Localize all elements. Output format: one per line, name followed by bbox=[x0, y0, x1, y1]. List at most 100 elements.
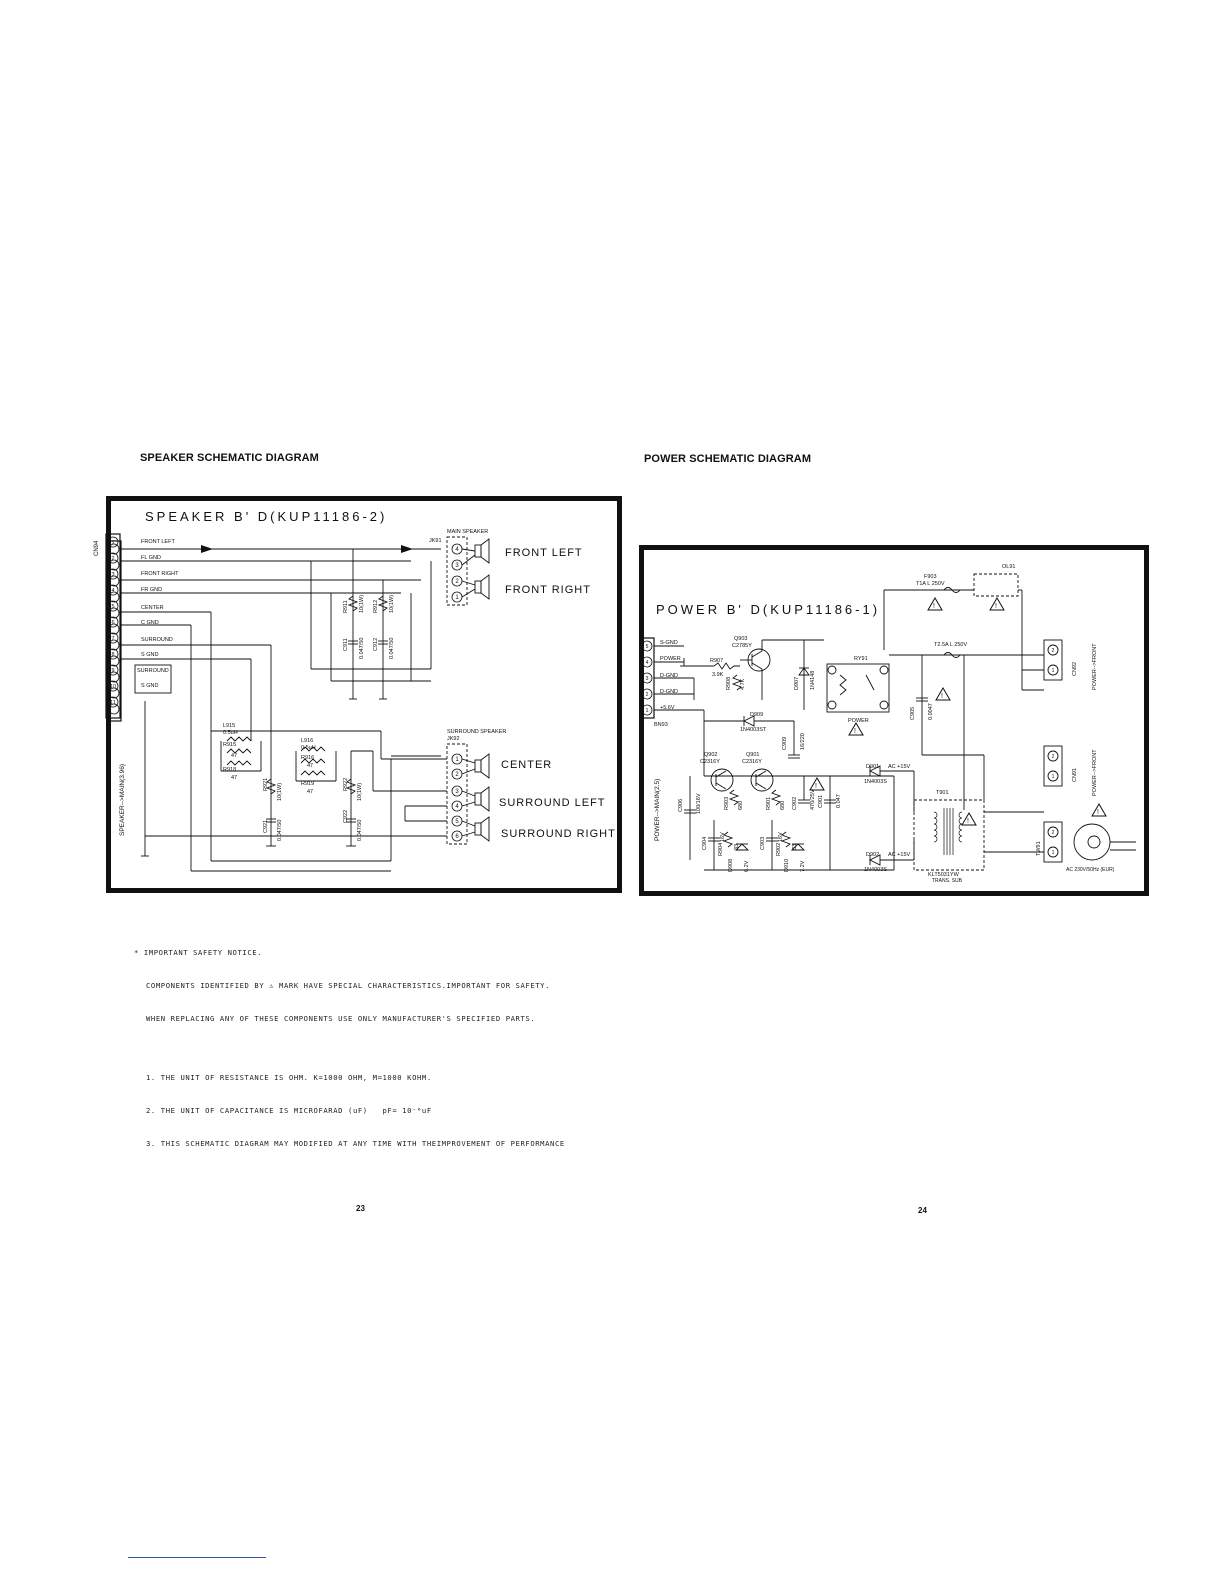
surround-speaker-label: SURROUND SPEAKER bbox=[447, 729, 506, 735]
svg-text:47: 47 bbox=[307, 763, 313, 769]
svg-text:1N4003ST: 1N4003ST bbox=[740, 727, 767, 733]
svg-text:R921: R921 bbox=[263, 778, 269, 791]
svg-text:0.047/50: 0.047/50 bbox=[277, 820, 283, 841]
t901-transformer bbox=[913, 799, 985, 871]
svg-text:2: 2 bbox=[455, 772, 459, 778]
safety-notes: * IMPORTANT SAFETY NOTICE. COMPONENTS ID… bbox=[134, 925, 565, 1160]
speaker-schematic-panel: SPEAKER B' D(KUP11186-2) FRONT LEFT FL G… bbox=[106, 496, 622, 893]
svg-text:2: 2 bbox=[1052, 648, 1055, 654]
svg-text:10(1W): 10(1W) bbox=[357, 783, 363, 801]
svg-text:100/16V: 100/16V bbox=[696, 793, 702, 814]
svg-text:C911: C911 bbox=[343, 638, 349, 651]
notes-line-1: * IMPORTANT SAFETY NOTICE. bbox=[134, 948, 263, 957]
svg-text:CN91: CN91 bbox=[1072, 768, 1078, 782]
svg-text:3: 3 bbox=[646, 676, 649, 682]
svg-text:3: 3 bbox=[455, 563, 459, 569]
svg-text:SURROUND: SURROUND bbox=[141, 637, 173, 643]
surround-left-speaker-icon bbox=[474, 786, 490, 812]
svg-text:Q903: Q903 bbox=[734, 636, 747, 642]
svg-text:POWER: POWER bbox=[848, 718, 869, 724]
svg-text:Q902: Q902 bbox=[704, 752, 717, 758]
power-board-title: POWER B' D(KUP11186-1) bbox=[656, 602, 880, 617]
svg-text:T1A L 250V: T1A L 250V bbox=[916, 581, 945, 587]
warning-icon bbox=[1091, 803, 1107, 817]
cn91-connector bbox=[1043, 745, 1063, 787]
svg-text:1N4148: 1N4148 bbox=[810, 671, 816, 690]
svg-text:16V: 16V bbox=[720, 832, 726, 842]
svg-text:1N4003S: 1N4003S bbox=[864, 779, 887, 785]
svg-text:1: 1 bbox=[111, 540, 114, 546]
svg-text:1: 1 bbox=[1052, 774, 1055, 780]
center-output-label: CENTER bbox=[501, 759, 552, 771]
speaker-signal-labels: FRONT LEFT FL GND FRONT RIGHT FR GND CEN… bbox=[137, 539, 179, 689]
svg-text:C GND: C GND bbox=[141, 620, 159, 626]
tw91-connector bbox=[1043, 821, 1063, 863]
svg-text:R908: R908 bbox=[726, 677, 732, 690]
svg-text:16V: 16V bbox=[778, 832, 784, 842]
svg-text:FRONT LEFT: FRONT LEFT bbox=[141, 539, 175, 545]
svg-text:680: 680 bbox=[780, 801, 786, 810]
svg-text:6: 6 bbox=[111, 620, 114, 626]
svg-text:C2785Y: C2785Y bbox=[732, 643, 752, 649]
svg-text:T901: T901 bbox=[936, 790, 949, 796]
svg-text:TW91: TW91 bbox=[1036, 841, 1042, 856]
svg-text:4: 4 bbox=[455, 547, 459, 553]
warning-icon bbox=[935, 687, 951, 701]
svg-text:0.5uH: 0.5uH bbox=[223, 730, 238, 736]
svg-text:R904: R904 bbox=[718, 843, 724, 856]
surround-left-output-label: SURROUND LEFT bbox=[499, 797, 606, 809]
svg-text:C906: C906 bbox=[678, 799, 684, 812]
speaker-connector-outside: CN94 bbox=[94, 535, 106, 715]
surround-right-output-label: SURROUND RIGHT bbox=[501, 828, 616, 840]
svg-text:1: 1 bbox=[455, 757, 459, 763]
svg-text:10: 10 bbox=[110, 684, 116, 690]
svg-text:4: 4 bbox=[111, 588, 114, 594]
svg-text:4.7K: 4.7K bbox=[740, 678, 746, 690]
speaker-connector-cn94 bbox=[111, 540, 122, 722]
notes-line-4: 1. THE UNIT OF RESISTANCE IS OHM. K=1000… bbox=[146, 1073, 432, 1082]
svg-text:Q901: Q901 bbox=[746, 752, 759, 758]
speaker-connector-label: SPEAKER-->MAIN(3.96) bbox=[119, 764, 126, 836]
svg-text:D902: D902 bbox=[866, 852, 879, 858]
svg-text:0.0047: 0.0047 bbox=[928, 703, 934, 720]
warning-icon bbox=[927, 597, 943, 611]
footer-rule bbox=[128, 1557, 266, 1558]
speaker-board-title: SPEAKER B' D(KUP11186-2) bbox=[145, 509, 387, 524]
svg-text:2: 2 bbox=[111, 556, 114, 562]
svg-text:5: 5 bbox=[455, 819, 459, 825]
warning-icon bbox=[989, 597, 1005, 611]
power-schematic: POWER B' D(KUP11186-1) 54 32 1 S-GND POW… bbox=[644, 564, 1136, 884]
svg-text:AC +15V: AC +15V bbox=[888, 852, 910, 858]
svg-text:R903: R903 bbox=[724, 797, 730, 810]
svg-text:0.047/50: 0.047/50 bbox=[389, 638, 395, 659]
svg-text:JK92: JK92 bbox=[447, 736, 460, 742]
svg-text:D909: D909 bbox=[750, 712, 763, 718]
svg-text:FL GND: FL GND bbox=[141, 555, 161, 561]
svg-text:OL91: OL91 bbox=[1002, 564, 1015, 570]
speaker-schematic: SPEAKER B' D(KUP11186-2) FRONT LEFT FL G… bbox=[111, 509, 616, 872]
svg-text:1: 1 bbox=[1052, 668, 1055, 674]
svg-text:CN92: CN92 bbox=[1072, 662, 1078, 676]
svg-text:3: 3 bbox=[455, 789, 459, 795]
svg-text:3.9K: 3.9K bbox=[712, 672, 724, 678]
svg-text:R915: R915 bbox=[223, 742, 236, 748]
svg-text:!: ! bbox=[854, 728, 856, 735]
front-left-speaker-icon bbox=[474, 538, 490, 564]
svg-text:!: ! bbox=[995, 603, 997, 610]
svg-text:S GND: S GND bbox=[141, 683, 158, 689]
cn92-connector bbox=[1043, 639, 1063, 681]
svg-text:5: 5 bbox=[111, 604, 114, 610]
svg-text:!: ! bbox=[941, 693, 943, 700]
notes-line-6: 3. THIS SCHEMATIC DIAGRAM MAY MODIFIED A… bbox=[146, 1139, 565, 1148]
svg-text:C909: C909 bbox=[782, 737, 788, 750]
svg-text:!: ! bbox=[815, 783, 817, 790]
svg-text:BN93: BN93 bbox=[654, 722, 668, 728]
warning-icon bbox=[809, 777, 825, 791]
svg-text:11: 11 bbox=[110, 700, 116, 706]
svg-text:0.5uH: 0.5uH bbox=[301, 745, 316, 751]
svg-text:C922: C922 bbox=[343, 810, 349, 823]
svg-text:1: 1 bbox=[455, 595, 459, 601]
svg-text:9: 9 bbox=[111, 668, 114, 674]
speaker-diagram-heading: SPEAKER SCHEMATIC DIAGRAM bbox=[140, 452, 319, 464]
